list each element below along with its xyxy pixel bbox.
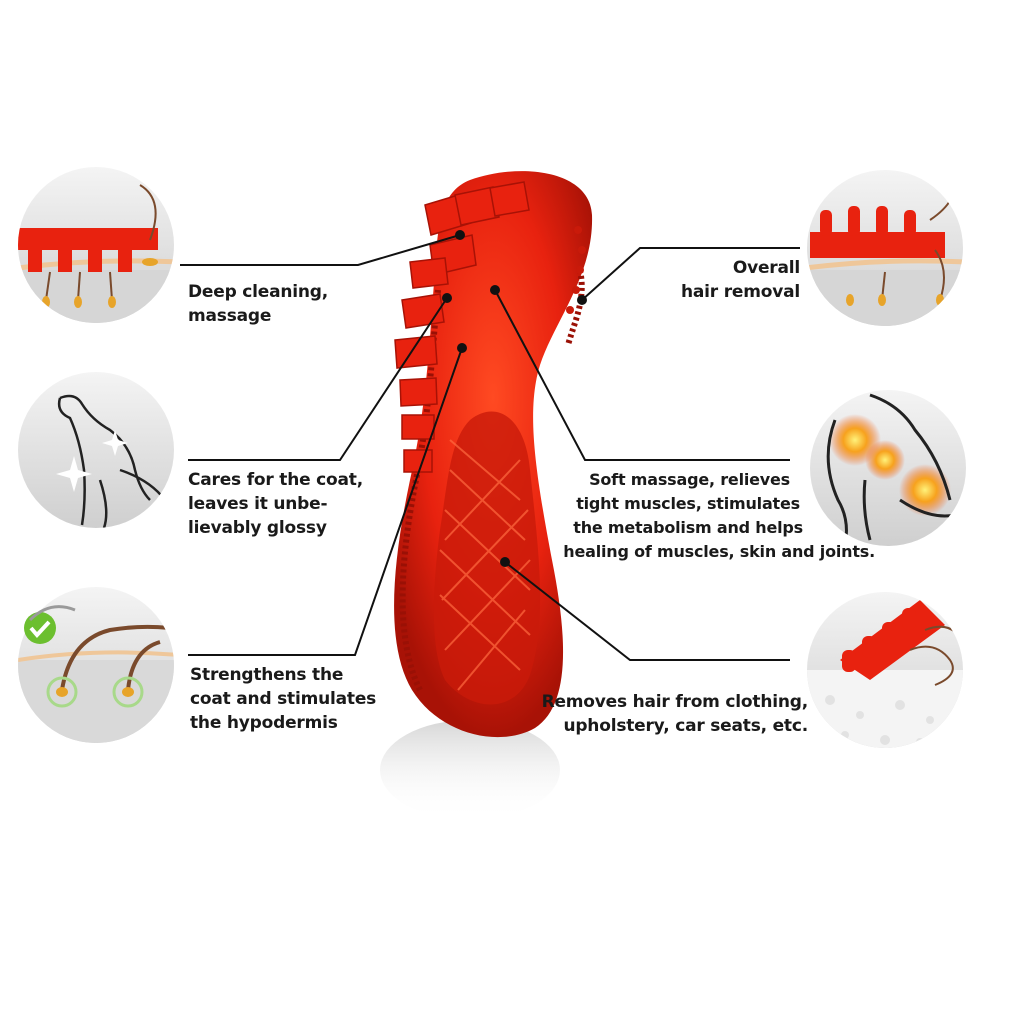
callout-massage: Soft massage, relieves tight muscles, st… — [563, 470, 875, 561]
callout-deep-cleaning: Deep cleaning, massage — [188, 282, 329, 326]
callout-hair-removal: Overall hair removal — [681, 258, 800, 302]
check-icon — [24, 605, 76, 644]
callout-glossy-coat: Cares for the coat, leaves it unbe- liev… — [188, 470, 363, 538]
brush-on-fabric-icon — [807, 592, 963, 748]
dog-muscle-heat-icon — [810, 390, 966, 546]
brush — [394, 171, 593, 738]
callout-clothing: Removes hair from clothing, upholstery, … — [541, 692, 809, 736]
leader-lines — [180, 234, 800, 661]
hair-follicle-check-icon — [18, 587, 174, 743]
brush-on-skin-icon — [18, 167, 174, 323]
brush-reflection — [380, 720, 560, 820]
callout-strengthens: Strengthens the coat and stimulates the … — [190, 665, 377, 733]
sparkling-dog-icon — [18, 372, 174, 528]
brush-lifting-hair-icon — [807, 170, 963, 326]
